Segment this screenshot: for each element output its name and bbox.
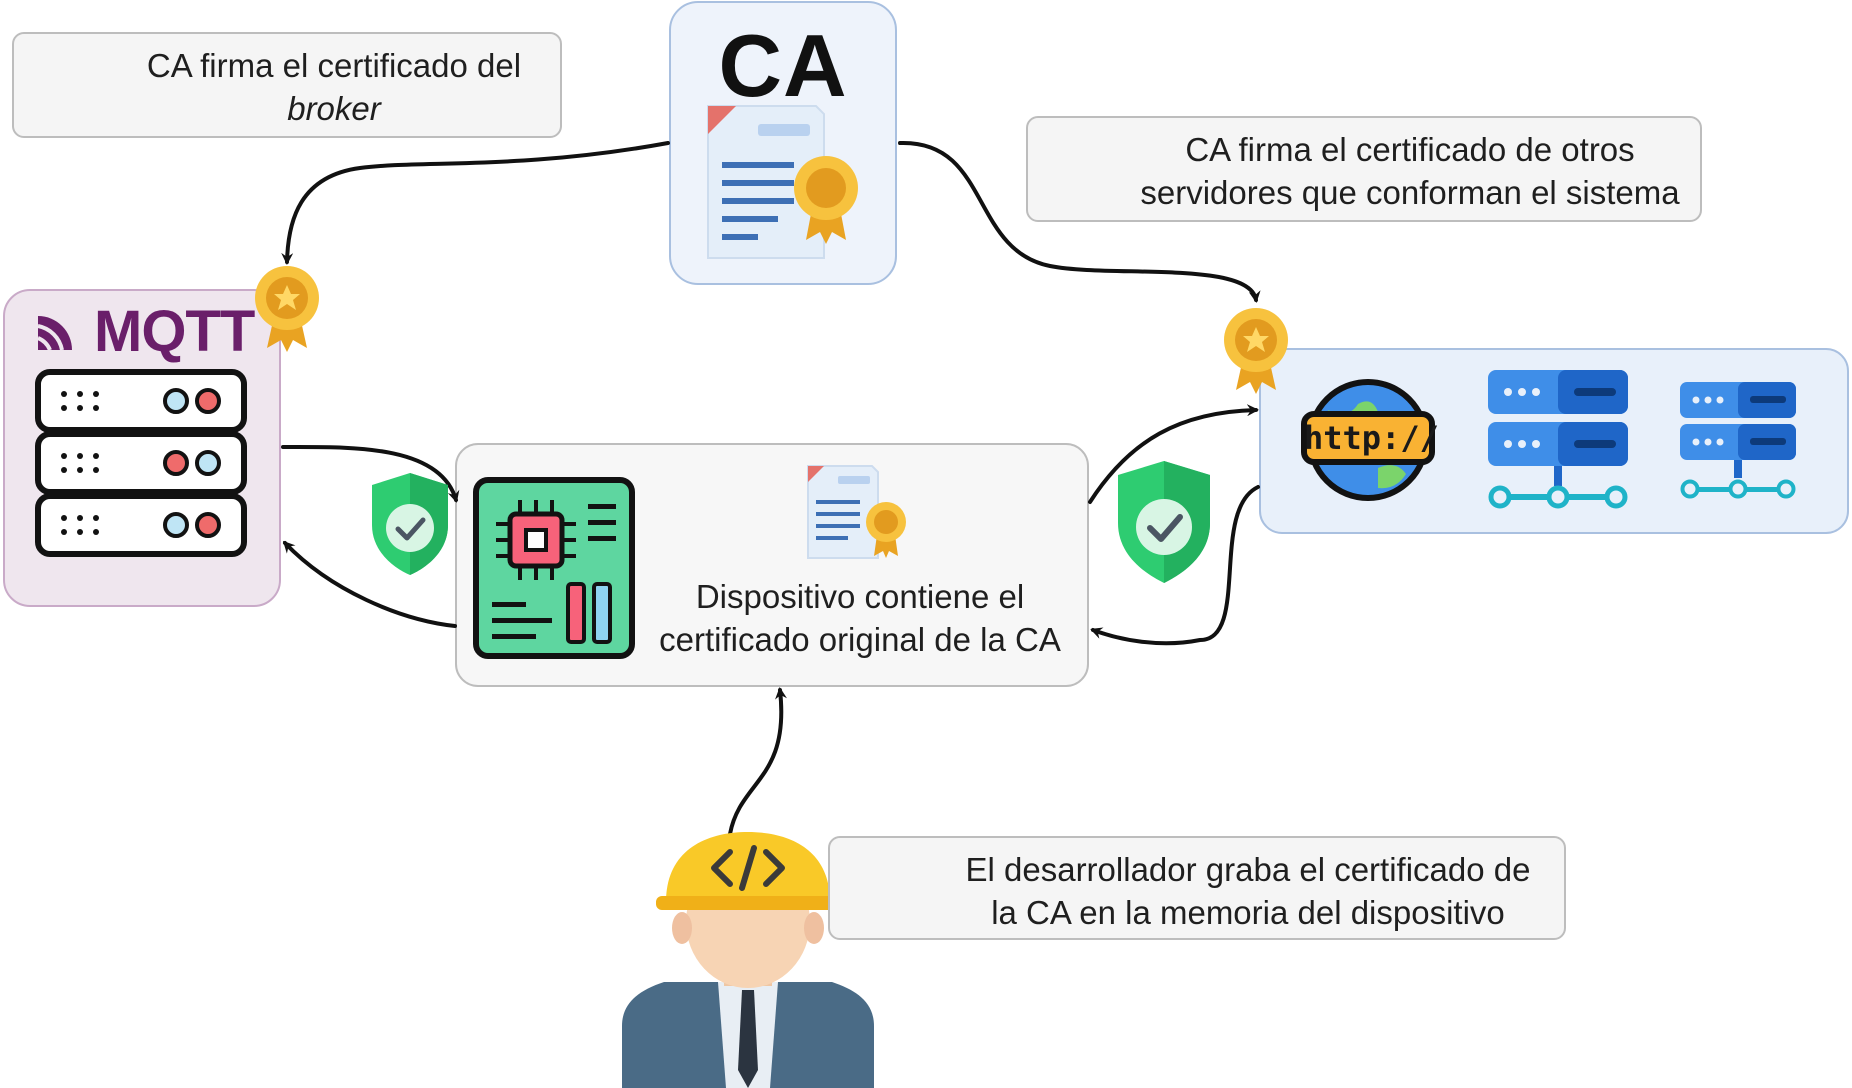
ca-title: CA <box>718 16 848 115</box>
award-medal-icon <box>866 502 906 558</box>
shield-check-icon <box>372 473 448 575</box>
device-caption: Dispositivo contiene el certificado orig… <box>640 575 1080 661</box>
note-line: CA firma el certificado de otros <box>1185 131 1635 168</box>
server-rack-icon <box>35 369 247 557</box>
arrow-ca-to-broker <box>281 141 670 265</box>
mqtt-logo-icon <box>37 316 72 351</box>
note-line: CA firma el certificado del <box>146 47 522 84</box>
arrow-device-to-servers <box>1088 404 1259 504</box>
arrow-developer-to-device <box>728 687 787 836</box>
note-line: la CA en la memoria del dispositivo <box>991 894 1505 931</box>
note-developer-flashes: El desarrollador graba el certificado de… <box>828 836 1566 940</box>
network-server-icon <box>1680 382 1796 499</box>
note-line-italic: broker <box>287 90 381 127</box>
globe-http-icon <box>1301 379 1435 501</box>
certificate-icon <box>707 105 825 259</box>
award-medal-icon <box>1224 308 1288 394</box>
device-caption-line: Dispositivo contiene el <box>695 578 1025 615</box>
note-ca-signs-servers: CA firma el certificado de otros servido… <box>1026 116 1702 222</box>
arrow-servers-to-device <box>1090 485 1260 646</box>
circuit-board-icon <box>473 477 635 659</box>
developer-avatar-icon <box>622 832 874 1088</box>
arrow-broker-to-device <box>281 444 460 503</box>
award-medal-icon <box>255 266 319 352</box>
http-label: http:// <box>1304 419 1439 457</box>
device-caption-line: certificado original de la CA <box>659 621 1061 658</box>
shield-check-icon <box>1118 461 1210 583</box>
note-line: servidores que conforman el sistema <box>1140 174 1680 211</box>
network-server-icon <box>1488 370 1628 509</box>
mqtt-title: MQTT <box>94 299 255 364</box>
arrow-device-to-broker <box>282 540 457 628</box>
note-ca-signs-broker: CA firma el certificado del broker <box>12 32 562 138</box>
award-medal-icon <box>794 156 858 244</box>
note-line: El desarrollador graba el certificado de <box>965 851 1531 888</box>
arrow-ca-to-servers <box>898 140 1261 303</box>
certificate-icon <box>807 465 879 559</box>
